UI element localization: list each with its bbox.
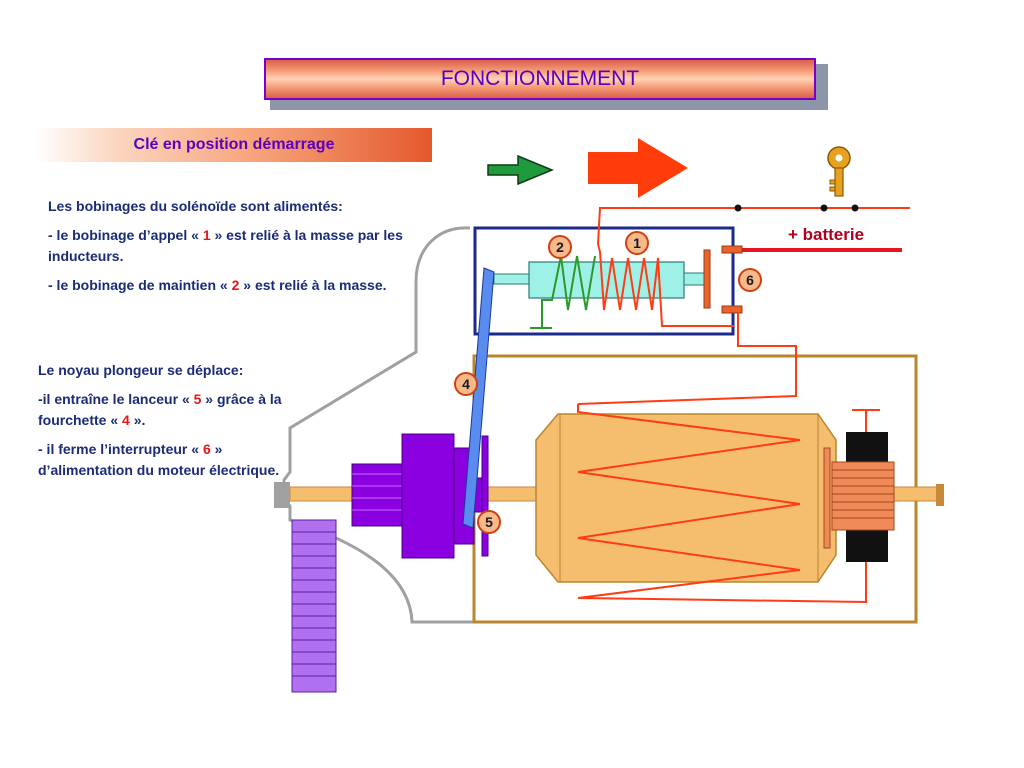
svg-text:5: 5 xyxy=(485,514,493,530)
wire-node xyxy=(851,204,859,212)
badge-4: 4 xyxy=(454,372,478,396)
page-subtitle: Clé en position démarrage xyxy=(133,136,335,153)
pull-in-coil xyxy=(597,243,734,327)
ref-number: 5 xyxy=(193,391,202,407)
commutator xyxy=(831,461,895,531)
badge-2: 2 xyxy=(548,235,572,259)
subtitle-banner: Clé en position démarrage xyxy=(36,128,432,162)
battery-label: + batterie xyxy=(788,225,864,244)
ref-number: 6 xyxy=(202,441,211,457)
title-banner: FONCTIONNEMENT xyxy=(264,58,816,100)
ref-number: 4 xyxy=(122,412,130,428)
svg-text:6: 6 xyxy=(746,272,754,288)
block2-heading: Le noyau plongeur se déplace: xyxy=(38,362,244,378)
ref-number: 1 xyxy=(202,227,211,243)
text-block-plunger: Le noyau plongeur se déplace: -il entraî… xyxy=(38,360,308,489)
wire-key xyxy=(597,207,910,245)
badge-6: 6 xyxy=(738,268,762,292)
svg-text:4: 4 xyxy=(462,376,470,392)
svg-text:2: 2 xyxy=(556,239,564,255)
commutator-plate xyxy=(823,447,831,549)
block2-item-2: - il ferme l’interrupteur « 6 » d’alimen… xyxy=(38,441,280,478)
shaft-end-right xyxy=(936,484,944,506)
block2-item-1: -il entraîne le lanceur « 5 » grâce à la… xyxy=(38,391,282,428)
drive-ring xyxy=(481,435,489,557)
contact-terminal-bottom xyxy=(721,305,743,314)
badge-1: 1 xyxy=(625,231,649,255)
block1-heading: Les bobinages du solénoïde sont alimenté… xyxy=(48,198,343,214)
text-block-solenoid: Les bobinages du solénoïde sont alimenté… xyxy=(48,196,418,304)
page-title: FONCTIONNEMENT xyxy=(440,67,640,90)
plunger-rod-right xyxy=(683,272,705,286)
ref-number: 2 xyxy=(231,277,240,293)
plunger-rod-left xyxy=(493,273,531,285)
brush-top xyxy=(846,432,888,462)
field-winding xyxy=(577,404,867,604)
shaft-end-left xyxy=(274,482,290,508)
solenoid-frame xyxy=(473,226,735,336)
key-icon xyxy=(827,146,851,197)
green-arrow-icon xyxy=(487,154,554,186)
contact-plate xyxy=(703,249,711,309)
wire-node xyxy=(820,204,828,212)
drive-clutch xyxy=(401,433,455,559)
shift-fork xyxy=(462,267,495,529)
holding-coil xyxy=(541,255,596,328)
contact-terminal-top xyxy=(721,245,743,254)
wire-node xyxy=(734,204,742,212)
red-arrow-icon xyxy=(588,138,688,198)
flywheel-ring-gear xyxy=(291,519,337,693)
svg-text:1: 1 xyxy=(633,235,641,251)
block1-item-1: - le bobinage d’appel « 1 » est relié à … xyxy=(48,227,403,264)
brush-bottom xyxy=(846,530,888,562)
wire-solenoid-motor xyxy=(577,313,797,405)
pinion-gear xyxy=(351,463,403,527)
block1-item-2: - le bobinage de maintien « 2 » est reli… xyxy=(48,277,387,293)
badge-5: 5 xyxy=(477,510,501,534)
